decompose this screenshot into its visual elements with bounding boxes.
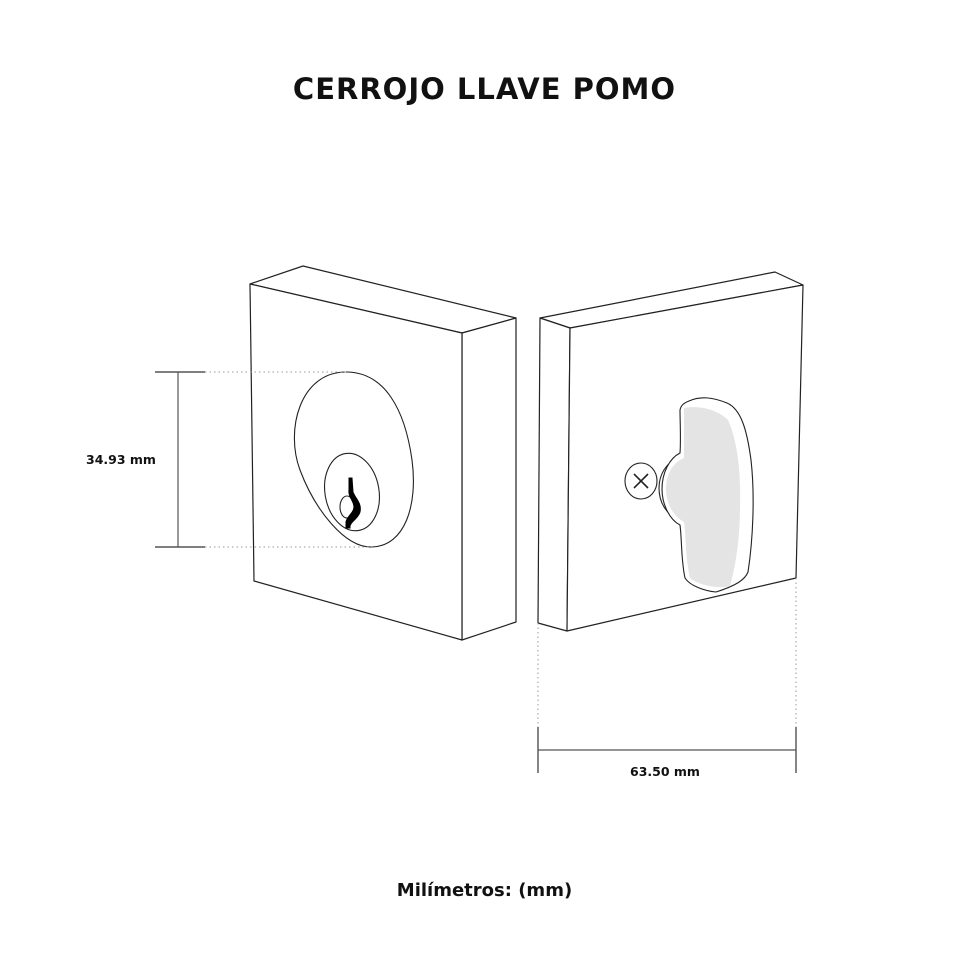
height-dimension-label: 34.93 mm bbox=[86, 452, 156, 467]
cylinder-ring bbox=[324, 452, 380, 532]
thumb-turn-knob bbox=[658, 397, 754, 593]
keyway-icon bbox=[345, 477, 361, 529]
width-dimension bbox=[537, 578, 797, 773]
height-dimension bbox=[155, 371, 372, 548]
units-caption: Milímetros: (mm) bbox=[396, 880, 573, 901]
width-dimension-label: 63.50 mm bbox=[630, 764, 700, 779]
key-plate-side-face bbox=[461, 317, 517, 641]
key-side-plate bbox=[249, 265, 517, 641]
screw-icon bbox=[624, 462, 658, 500]
knob-plate-side-face bbox=[537, 317, 571, 632]
knob-shading bbox=[666, 407, 741, 588]
knob-side-plate bbox=[537, 271, 804, 632]
key-plate-front-face bbox=[249, 283, 463, 641]
page-title: CERROJO LLAVE POMO bbox=[292, 72, 677, 106]
